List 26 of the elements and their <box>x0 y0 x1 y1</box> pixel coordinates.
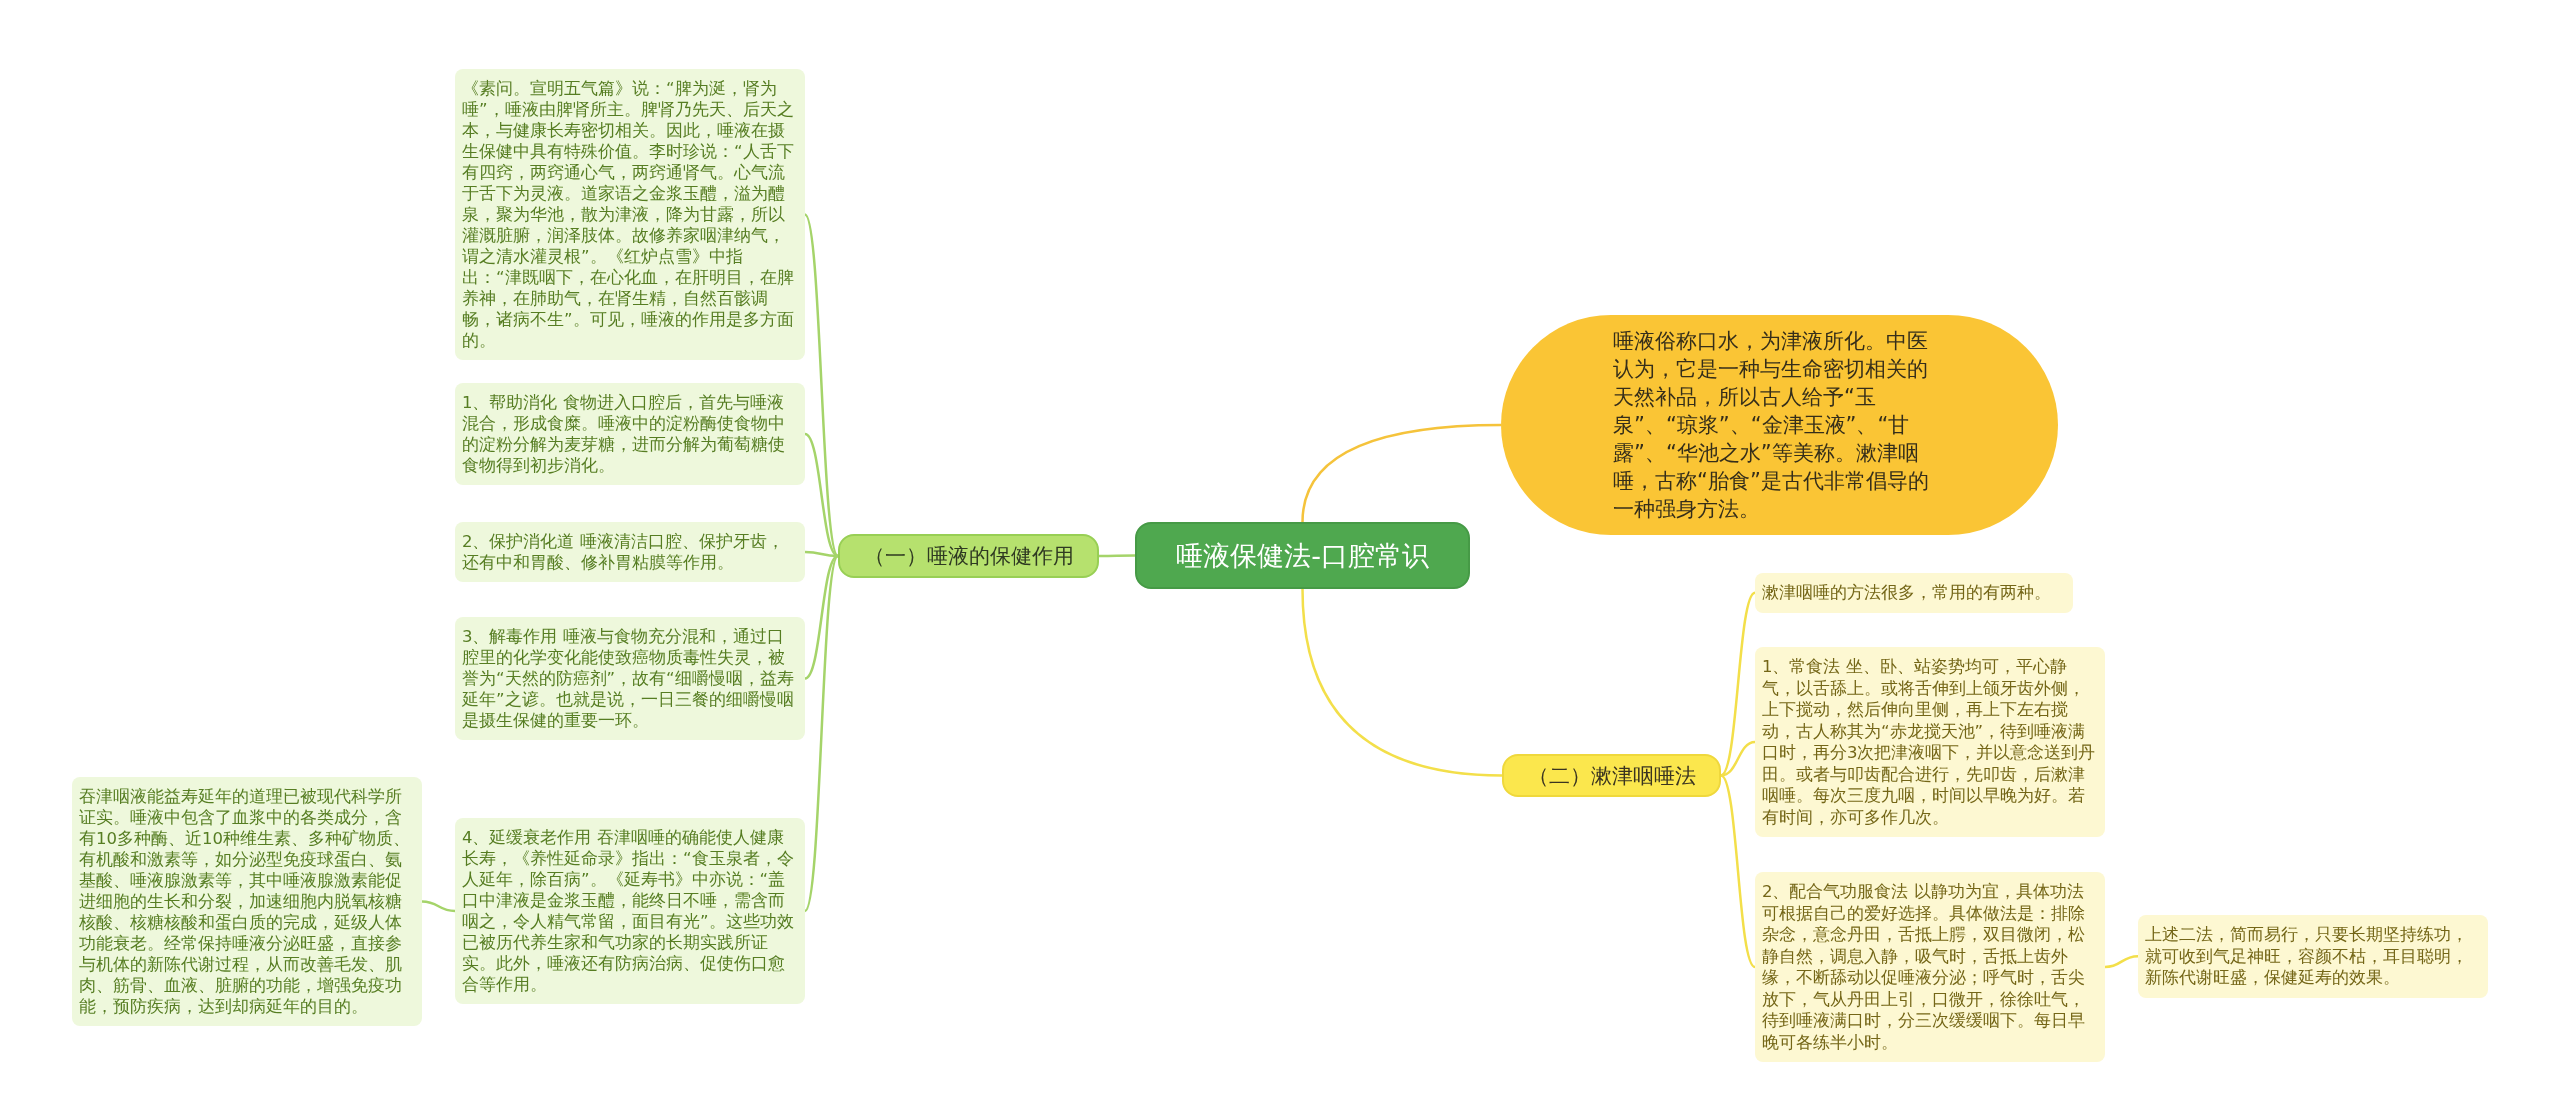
connector-line <box>1301 423 1502 523</box>
connector-line <box>1301 588 1503 777</box>
connector-line <box>421 900 456 913</box>
note-box: 吞津咽液能益寿延年的道理已被现代科学所证实。唾液中包含了血浆中的各类成分，含有10多种酶、近10种维生素、多种矿物质、有机酸和激素等，如分泌型免疫球蛋白、氨基酸、唾液腺激素等，其中唾液腺激素能促进细胞的生长和分裂，加速细胞内脱氧核糖核酸、核糖核酸和蛋白质的完成，延级人体功能衰老。经常保持唾液分泌旺盛，直接参与机体的新陈代谢过程，从而改善毛发、肌肉、筋骨、血液、脏腑的功能，增强免疫功能，预防疾病，达到却病延年的目的。 <box>72 777 422 1026</box>
connector-line <box>804 554 839 680</box>
note-box: 2、配合气功服食法 以静功为宜，具体功法可根据自己的爱好选择。具体做法是：排除杂念，意念丹田，舌抵上腭，双目微闭，松静自然，调息入静，吸气时，舌抵上齿外缘，不断舔动以促唾液分泌；呼气时，舌尖放下，气从丹田上引，口微开，徐徐吐气，待到唾液满口时，分三次缓缓咽下。每日早晚可各练半小时。 <box>1755 872 2105 1062</box>
connector-line <box>1099 554 1135 558</box>
note-box: 漱津咽唾的方法很多，常用的有两种。 <box>1755 573 2073 613</box>
connector-line <box>803 555 840 912</box>
connector-line <box>1720 740 1756 777</box>
branch-box: （一）唾液的保健作用 <box>838 534 1099 578</box>
note-box: 1、常食法 坐、卧、站姿势均可，平心静气，以舌舔上。或将舌伸到上颌牙齿外侧，上下搅动，然后伸向里侧，再上下左右搅动，古人称其为“赤龙搅天池”，待到唾液满口时，再分3次把津液咽下，并以意念送到丹田。或者与叩齿配合进行，先叩齿，后漱津咽唾。每次三度九咽，时间以早晚为好。若有时间，亦可多作几次。 <box>1755 647 2105 837</box>
branch-box: （二）漱津咽唾法 <box>1502 754 1721 797</box>
note-box: 4、延缓衰老作用 吞津咽唾的确能使人健康长寿，《养性延命录》指出：“食玉泉者，令人延年，除百病”。《延寿书》中亦说：“盖口中津液是金浆玉醴，能终日不唾，需含而咽之，令人精气常留，面目有光”。这些功效已被历代养生家和气功家的长期实践所证实。此外，唾液还有防病治病、促使伤口愈合等作用。 <box>455 818 805 1004</box>
note-box: 2、保护消化道 唾液清洁口腔、保护牙齿，还有中和胃酸、修补胃粘膜等作用。 <box>455 522 805 582</box>
note-box: 《素问。宣明五气篇》说：“脾为涎，肾为唾”，唾液由脾肾所主。脾肾乃先天、后天之本，与健康长寿密切相关。因此，唾液在摄生保健中具有特殊价值。李时珍说：“人舌下有四窍，两窍通心气，两窍通肾气。心气流于舌下为灵液。道家语之金浆玉醴，溢为醴泉，聚为华池，散为津液，降为甘露，所以灌溉脏腑，润泽肢体。故修养家咽津纳气，谓之清水灌灵根”。《红炉点雪》中指出：“津既咽下，在心化血，在肝明目，在脾养神，在肺助气，在肾生精，自然百骸调畅，诸病不生”。可见，唾液的作用是多方面的。 <box>455 69 805 360</box>
connector-line <box>1720 774 1756 968</box>
connector-line <box>803 213 840 557</box>
connector-line <box>2104 955 2139 969</box>
note-bubble: 唾液俗称口水，为津液所化。中医认为，它是一种与生命密切相关的天然补品，所以古人给予“玉泉”、“琼浆”、“金津玉液”、“甘露”、“华池之水”等美称。漱津咽唾，古称“胎食”是古代非常倡导的一种强身方法。 <box>1501 315 2058 535</box>
note-box: 3、解毒作用 唾液与食物充分混和，通过口腔里的化学变化能使致癌物质毒性失灵，被誉为“天然的防癌剂”，故有“细嚼慢咽，益寿延年”之谚。也就是说，一日三餐的细嚼慢咽是摄生保健的重要一环。 <box>455 617 805 740</box>
note-box: 上述二法，简而易行，只要长期坚持练功，就可收到气足神旺，容颜不枯，耳目聪明，新陈代谢旺盛，保健延寿的效果。 <box>2138 915 2488 998</box>
connector-line <box>1720 591 1756 777</box>
topic-box: 唾液保健法-口腔常识 <box>1135 522 1470 589</box>
connector-line <box>804 432 839 558</box>
note-box: 1、帮助消化 食物进入口腔后，首先与唾液混合，形成食糜。唾液中的淀粉酶使食物中的淀粉分解为麦芽糖，进而分解为葡萄糖使食物得到初步消化。 <box>455 383 805 485</box>
